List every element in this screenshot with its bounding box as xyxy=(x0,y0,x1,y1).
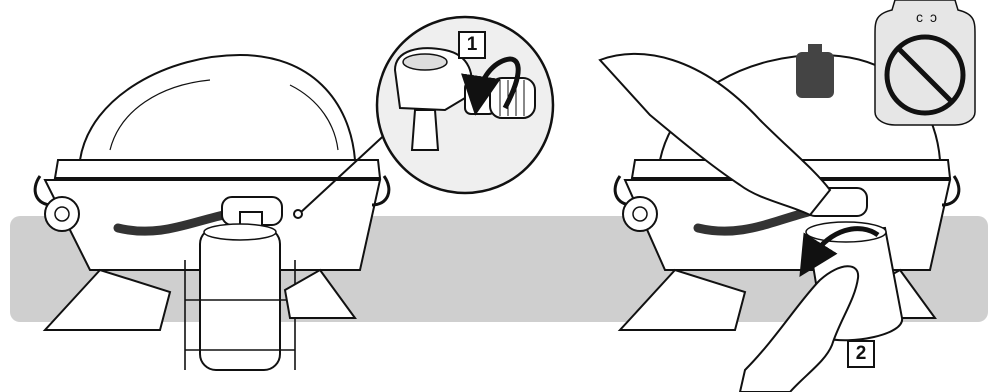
large-gas-cylinder-prohibited-icon: c ↄ xyxy=(875,0,975,125)
grill-lid xyxy=(80,55,355,160)
gas-cylinder xyxy=(200,228,280,370)
step-1-label: 1 xyxy=(458,31,486,59)
svg-text:c: c xyxy=(916,9,923,25)
grill-left xyxy=(35,55,389,370)
step-2-label: 2 xyxy=(847,340,875,368)
svg-text:ↄ: ↄ xyxy=(930,9,937,25)
small-gas-cylinder-icon xyxy=(796,44,834,98)
